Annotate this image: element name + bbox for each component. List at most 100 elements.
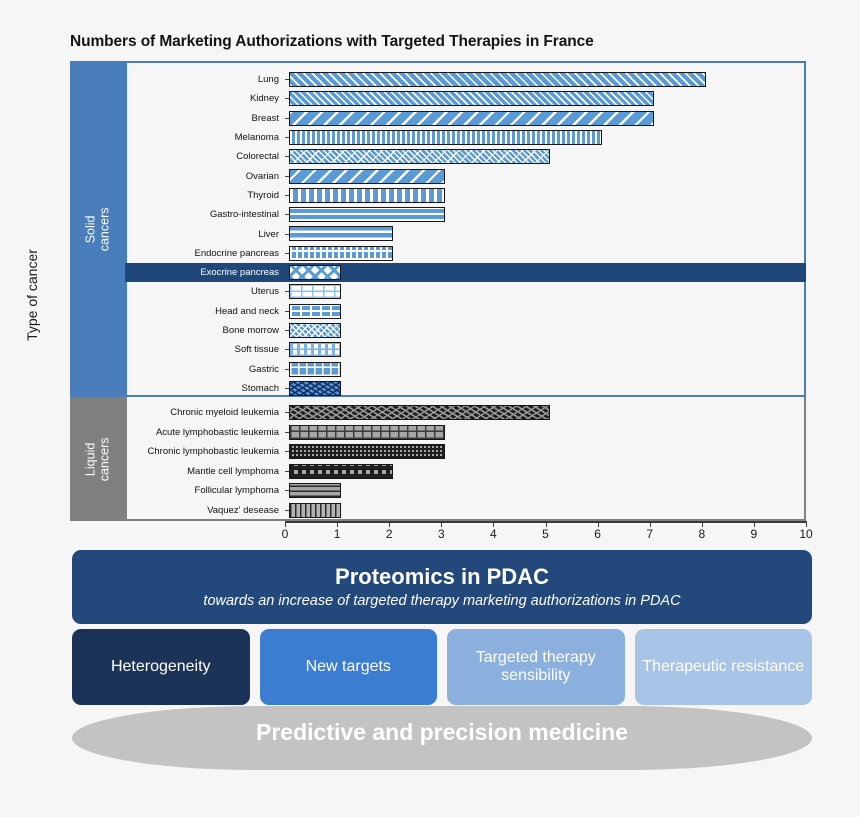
bar-row: Breast — [125, 109, 806, 128]
bar-label: Bone morrow — [222, 325, 280, 337]
bar-row: Follicular lymphoma — [125, 481, 806, 501]
group-label-liquid-line2: cancers — [97, 437, 112, 481]
bar — [289, 129, 602, 145]
bar-track — [289, 224, 806, 243]
axis-tick — [285, 272, 289, 274]
bar — [289, 405, 550, 420]
bar-label: Vaquez' desease — [207, 504, 279, 516]
x-axis-tick-label: 3 — [437, 527, 445, 541]
bar-label: Acute lymphobastic leukemia — [155, 426, 279, 438]
y-axis-title: Type of cancer — [24, 249, 40, 341]
x-axis-tick — [753, 521, 755, 527]
group-label-liquid-line1: Liquid — [83, 442, 98, 476]
x-axis-tick-label: 5 — [542, 527, 549, 541]
axis-tick — [285, 349, 289, 351]
axis-tick — [285, 412, 289, 414]
bar — [289, 207, 446, 223]
x-axis-tick — [285, 521, 286, 527]
bar-track — [289, 128, 806, 147]
bar — [289, 502, 342, 518]
bar-row: Mantle cell lymphoma — [125, 462, 806, 482]
bar-label: Ovarian — [245, 170, 279, 182]
bar-row: Lung — [125, 70, 806, 89]
group-label-solid-line2: cancers — [97, 207, 112, 251]
bar — [289, 424, 446, 440]
bar-track — [289, 109, 806, 128]
bar-label: Colorectal — [236, 151, 279, 163]
bar-label: Stomach — [241, 382, 280, 394]
arrow-band-predictive-medicine: Predictive and precision medicine — [72, 706, 812, 770]
bar-label: Endocrine pancreas — [194, 247, 280, 259]
x-axis-tick — [389, 521, 391, 527]
bar-track — [289, 501, 806, 521]
bar-label: Uterus — [251, 286, 279, 298]
bar-track — [289, 403, 806, 423]
concept-box-3[interactable]: Targeted therapy sensibility — [447, 629, 625, 705]
bar-row: Vaquez' desease — [125, 501, 806, 521]
bar-row: Liver — [125, 224, 806, 243]
bar-track — [289, 186, 806, 205]
bar-row: Thyroid — [125, 186, 806, 205]
banner-title: Proteomics in PDAC — [335, 563, 549, 589]
banner-proteomics: Proteomics in PDAC towards an increase o… — [72, 550, 812, 624]
axis-tick — [285, 451, 289, 453]
axis-tick — [285, 490, 289, 492]
axis-tick — [285, 214, 289, 216]
axis-tick — [285, 137, 289, 139]
bar — [289, 342, 342, 358]
bar-track — [289, 302, 806, 321]
concept-box-2[interactable]: New targets — [259, 629, 437, 705]
bar-label: Mantle cell lymphoma — [187, 465, 279, 477]
bar-label: Exocrine pancreas — [200, 267, 279, 279]
bar — [289, 380, 342, 396]
bar-row: Ovarian — [125, 167, 806, 186]
concept-box-4[interactable]: Therapeutic resistance — [634, 629, 812, 705]
bar-label: Melanoma — [234, 132, 279, 144]
bar-row: Bone morrow — [125, 321, 806, 340]
bar-label: Lung — [257, 74, 279, 86]
x-axis-tick-label: 6 — [594, 527, 601, 541]
bar-row: Chronic myeloid leukemia — [125, 403, 806, 423]
bar — [289, 110, 654, 126]
bar — [289, 226, 394, 242]
group-band-solid-cancers: Solid cancers — [70, 61, 125, 397]
bar-track — [289, 167, 806, 186]
x-axis-tick — [337, 521, 339, 527]
chart-title: Numbers of Marketing Authorizations with… — [70, 33, 594, 50]
axis-tick — [285, 79, 289, 81]
x-axis-tick — [441, 521, 443, 527]
x-axis-tick — [597, 521, 599, 527]
bar-track — [289, 263, 806, 282]
bar — [289, 284, 342, 300]
bar-row: Gastro-intestinal — [125, 205, 806, 224]
bar — [289, 463, 394, 479]
x-axis-tick-label: 1 — [333, 527, 341, 541]
bar — [289, 168, 446, 184]
bar-row: Uterus — [125, 282, 806, 301]
bar-track — [289, 70, 806, 89]
axis-tick — [285, 233, 289, 235]
x-axis-tick — [806, 521, 807, 527]
axis-tick — [285, 175, 289, 177]
bar-track — [289, 442, 806, 462]
bar — [289, 72, 706, 87]
group-label-solid-line1: Solid — [83, 215, 98, 243]
axis-tick — [285, 509, 289, 511]
bar-label: Liver — [258, 228, 279, 240]
bar-row: Stomach — [125, 379, 806, 398]
axis-tick — [285, 291, 289, 293]
x-axis-tick-label: 9 — [750, 527, 758, 541]
bar — [289, 149, 550, 165]
axis-tick — [285, 368, 289, 370]
arrow-shape — [72, 706, 812, 770]
x-axis-tick-label: 4 — [490, 527, 497, 541]
bar-track — [289, 147, 806, 166]
axis-tick — [285, 330, 289, 332]
bar-label: Breast — [251, 112, 279, 124]
concept-box-1[interactable]: Heterogeneity — [72, 629, 250, 705]
x-axis-tick — [701, 521, 703, 527]
bar — [289, 245, 394, 261]
bar — [289, 444, 446, 459]
bar-label: Soft tissue — [234, 344, 279, 356]
